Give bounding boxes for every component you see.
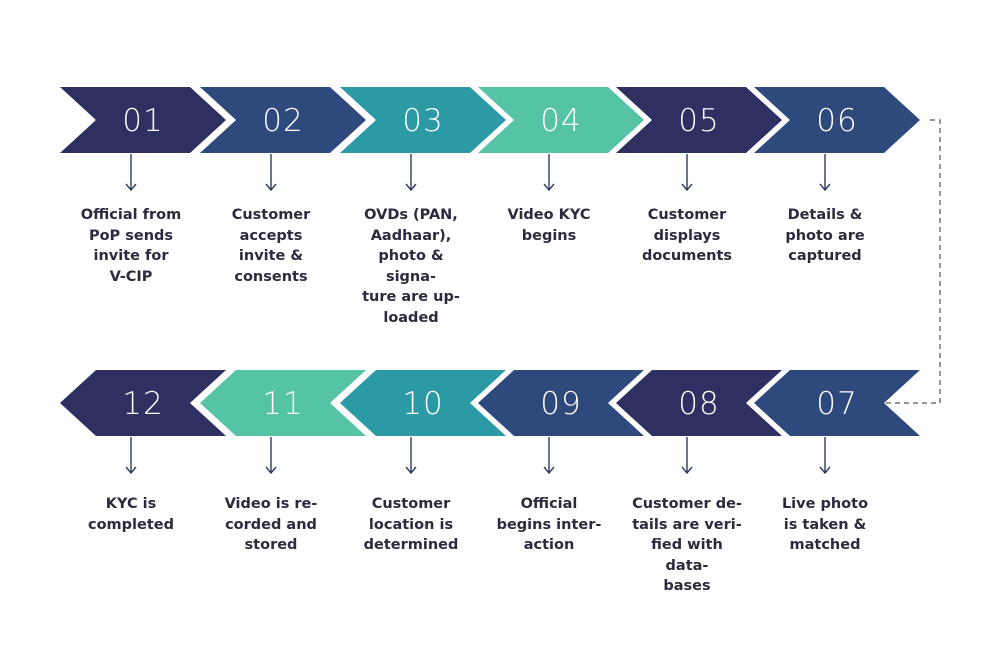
step-stem-arrowhead [819, 183, 831, 192]
step-stem-arrowhead [405, 466, 417, 475]
step-chevron [200, 87, 366, 153]
step-06: 06 [754, 87, 920, 192]
step-number: 05 [678, 103, 719, 139]
step-number: 08 [678, 386, 719, 422]
step-chevron [60, 370, 226, 436]
step-chevron [478, 87, 644, 153]
step-chevron [754, 370, 920, 436]
step-stem-arrowhead [819, 466, 831, 475]
step-05: 05 [616, 87, 782, 192]
step-stem-arrowhead [265, 466, 277, 475]
step-caption: Customer accepts invite & consents [231, 207, 311, 285]
step-caption: Customer displays documents [641, 207, 733, 264]
step-chevron [478, 370, 644, 436]
step-stem-arrowhead [681, 183, 693, 192]
step-12: 12 [60, 370, 226, 475]
step-stem-arrowhead [265, 183, 277, 192]
step-number: 01 [122, 103, 163, 139]
step-chevron [340, 87, 506, 153]
step-chevron [200, 370, 366, 436]
step-chevron [616, 370, 782, 436]
step-stem-arrowhead [125, 466, 137, 475]
step-number: 12 [122, 386, 163, 422]
step-chevron [616, 87, 782, 153]
step-caption: Video is re- corded and stored [224, 496, 318, 553]
step-caption: Customer de- tails are veri- fied with d… [632, 496, 742, 594]
step-number: 04 [540, 103, 581, 139]
step-11: 11 [200, 370, 366, 475]
step-stem-arrowhead [125, 183, 137, 192]
step-stem-arrowhead [543, 183, 555, 192]
step-stem-arrowhead [543, 466, 555, 475]
step-08: 08 [616, 370, 782, 475]
step-number: 06 [816, 103, 857, 139]
step-number: 07 [816, 386, 857, 422]
step-caption: Official begins inter- action [496, 496, 602, 553]
step-stem-arrowhead [681, 466, 693, 475]
step-number: 09 [540, 386, 581, 422]
step-caption: OVDs (PAN, Aadhaar), photo & signa- ture… [362, 207, 460, 326]
step-chevron [60, 87, 226, 153]
step-number: 03 [402, 103, 443, 139]
step-09: 09 [478, 370, 644, 475]
step-number: 02 [262, 103, 303, 139]
step-chevron [754, 87, 920, 153]
step-caption: Customer location is determined [363, 496, 459, 553]
step-07: 07 [754, 370, 920, 475]
step-caption: Official from PoP sends invite for V-CIP [80, 207, 182, 285]
step-caption: Video KYC begins [507, 207, 591, 244]
step-03: 03 [340, 87, 506, 192]
row-connector [886, 119, 941, 404]
step-caption: Live photo is taken & matched [781, 496, 869, 553]
step-10: 10 [340, 370, 506, 475]
step-02: 02 [200, 87, 366, 192]
step-chevron [340, 370, 506, 436]
step-number: 11 [262, 386, 303, 422]
step-number: 10 [402, 386, 443, 422]
step-01: 01 [60, 87, 226, 192]
step-stem-arrowhead [405, 183, 417, 192]
step-caption: KYC is completed [88, 496, 174, 533]
step-caption: Details & photo are captured [785, 207, 865, 264]
step-04: 04 [478, 87, 644, 192]
